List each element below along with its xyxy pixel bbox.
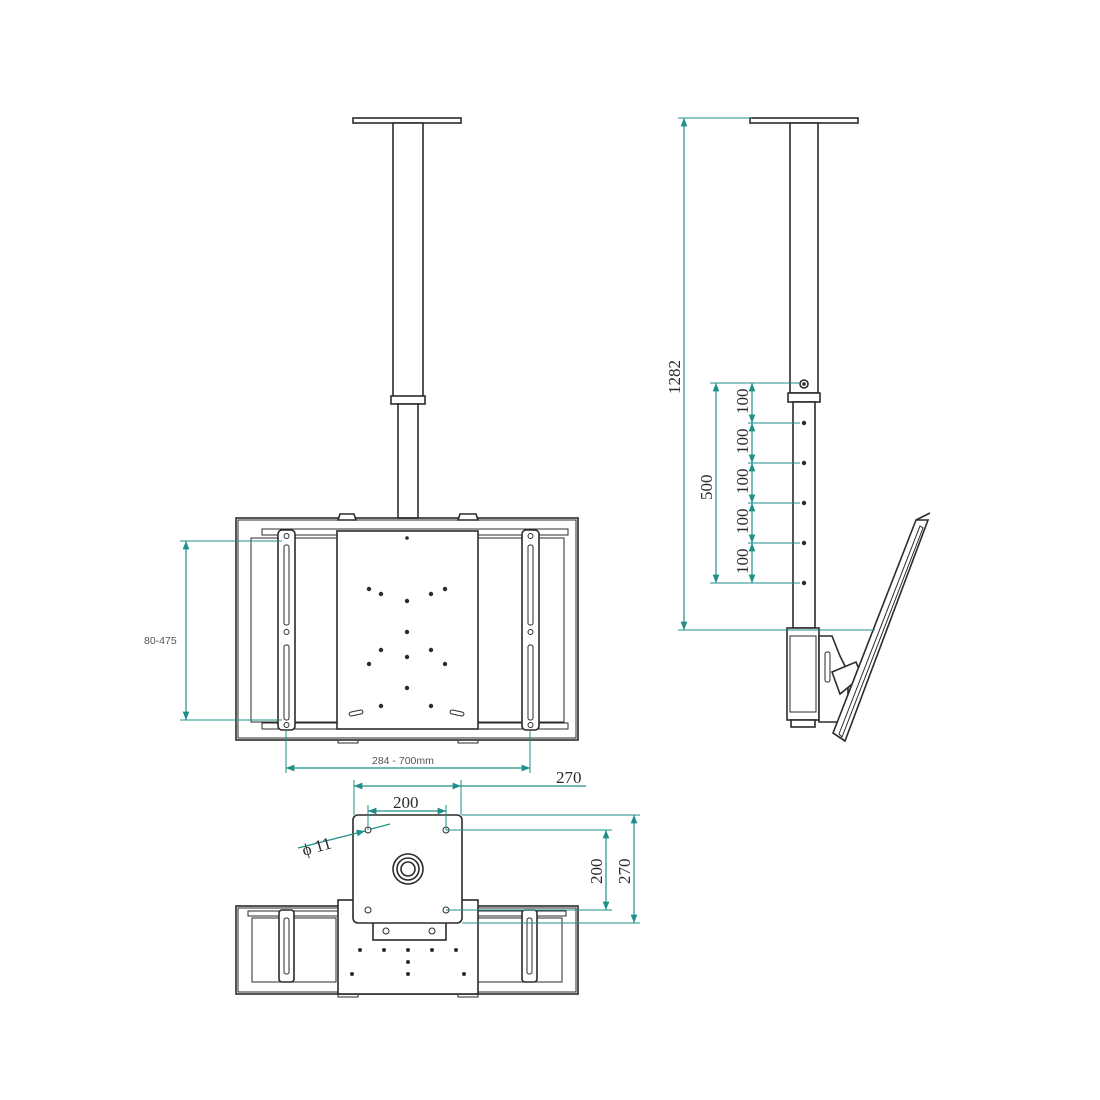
dimension-hole-diameter-label: ϕ 11 — [300, 833, 334, 859]
side-upper-pole — [789, 122, 819, 394]
hole-spacing-label-3: 100 — [733, 469, 752, 495]
side-adjust-holes — [801, 420, 807, 586]
dimension-hole-pitch-x: 200 — [367, 793, 447, 830]
front-bottom-tab-left — [337, 739, 359, 744]
dimension-total-height: 1282 — [665, 117, 875, 631]
hole-spacing-label-5: 100 — [733, 549, 752, 575]
hole-spacing-label-1: 100 — [733, 389, 752, 415]
front-top-clip-right — [456, 513, 480, 521]
front-slot-right — [449, 709, 465, 717]
dimension-vertical-rail: 80-475 — [144, 540, 282, 721]
front-side-panel-right — [477, 537, 565, 723]
side-pole-collar — [787, 392, 821, 403]
dimension-hole-spacing: 100 100 100 100 100 — [733, 383, 800, 583]
hole-spacing-label-4: 100 — [733, 509, 752, 535]
dimension-plate-width-label: 270 — [556, 768, 582, 787]
front-view: 80-475 284 - 700mm — [144, 117, 579, 773]
front-pole-collar — [390, 395, 426, 405]
dimension-plate-height-label: 270 — [615, 859, 634, 885]
side-lower-pole — [792, 401, 816, 629]
ceiling-plate-center-boss — [392, 853, 424, 885]
side-head-cap — [790, 719, 816, 728]
top-plate-holes — [350, 948, 466, 976]
top-view: 270 200 200 270 ϕ 11 — [235, 768, 640, 998]
top-side-panel-right — [477, 917, 563, 983]
side-head-block — [786, 627, 820, 721]
dimension-horizontal-rail-label: 284 - 700mm — [372, 755, 434, 767]
front-vertical-rail-right — [521, 529, 540, 731]
dimension-adjust-range: 500 — [697, 382, 800, 584]
dimension-hole-pitch-x-label: 200 — [393, 793, 419, 812]
front-bottom-tab-right — [457, 739, 479, 744]
ceiling-mount-plate — [352, 814, 463, 924]
front-frame — [235, 517, 579, 741]
dimension-hole-pitch-y-label: 200 — [587, 859, 606, 885]
front-upper-pole — [392, 122, 424, 401]
hole-spacing-label-2: 100 — [733, 429, 752, 455]
front-plate-holes — [366, 536, 448, 709]
front-vertical-rail-left — [277, 529, 296, 731]
front-slot-left — [348, 709, 364, 717]
side-view: 1282 500 100 100 100 100 100 — [665, 117, 931, 743]
top-rail-block-left — [278, 909, 295, 983]
front-lower-pole — [397, 403, 419, 519]
dimension-vertical-rail-label: 80-475 — [144, 635, 177, 647]
front-top-clip-left — [336, 513, 358, 521]
front-frame-inner — [237, 519, 577, 739]
top-rail-block-right — [521, 909, 538, 983]
dimension-total-height-label: 1282 — [665, 360, 684, 394]
dimension-hole-pitch-y: 200 — [446, 829, 612, 911]
dimension-plate-height: 270 — [462, 814, 640, 924]
dimension-horizontal-rail: 284 - 700mm — [285, 730, 531, 773]
dimension-plate-width: 270 — [353, 768, 586, 815]
dimension-adjust-range-label: 500 — [697, 475, 716, 501]
